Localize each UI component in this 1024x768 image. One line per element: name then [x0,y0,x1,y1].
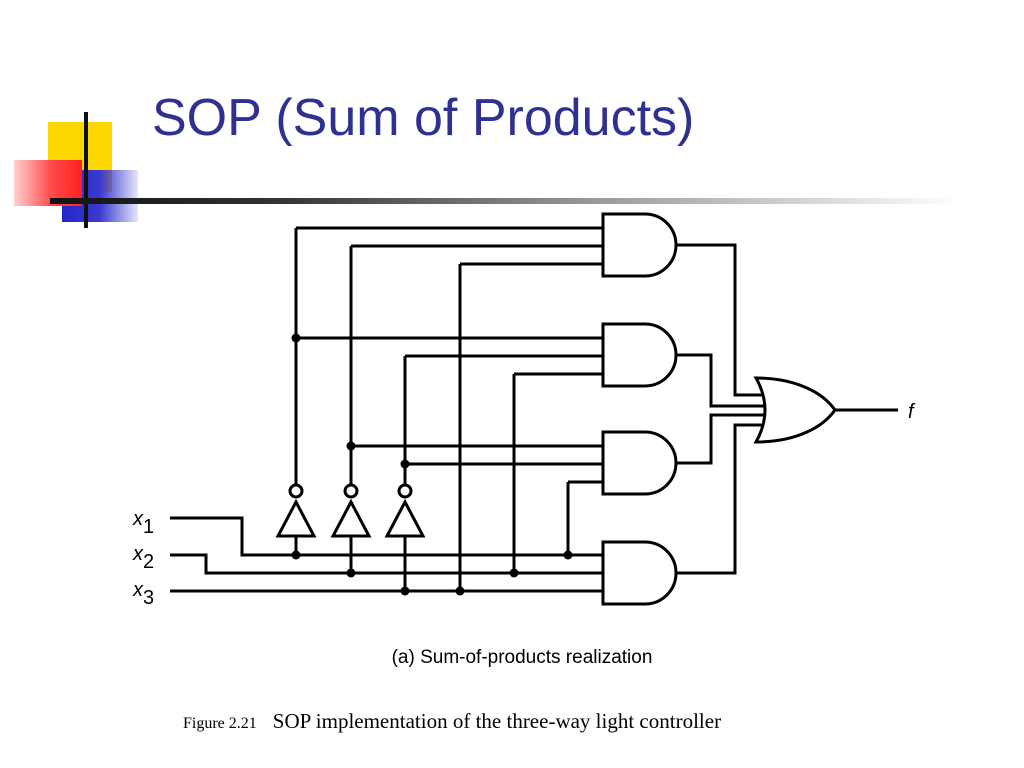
or-input-wires [676,243,768,575]
figure-label: Figure 2.21 [183,715,257,732]
input-label-x2: x2 [132,543,154,573]
sop-circuit-diagram: f x1 x2 x3 [132,212,916,609]
title-underline [50,198,960,204]
not-gate-x2 [330,483,372,538]
not-gate-x3 [384,483,426,538]
and-gate-4 [601,540,678,606]
or-gate [753,376,837,444]
and-gate-2 [601,322,678,388]
input-label-x3: x3 [132,579,154,609]
diagram-subcaption: (a) Sum-of-products realization [391,647,653,668]
output-label: f [908,401,916,423]
not-gate-x1 [275,483,317,538]
input-label-x1: x1 [132,508,154,538]
junction-dots [291,333,573,596]
slide-title: SOP (Sum of Products) [152,89,695,147]
deco-vertical-line [84,112,88,228]
figure-caption-text: SOP implementation of the three-way ligh… [272,709,722,733]
input-wires [170,516,603,593]
and-gate-1 [601,212,678,278]
internal-wires [294,226,603,591]
and-gate-3 [601,430,678,496]
figure-caption: Figure 2.21 SOP implementation of the thr… [183,709,721,734]
